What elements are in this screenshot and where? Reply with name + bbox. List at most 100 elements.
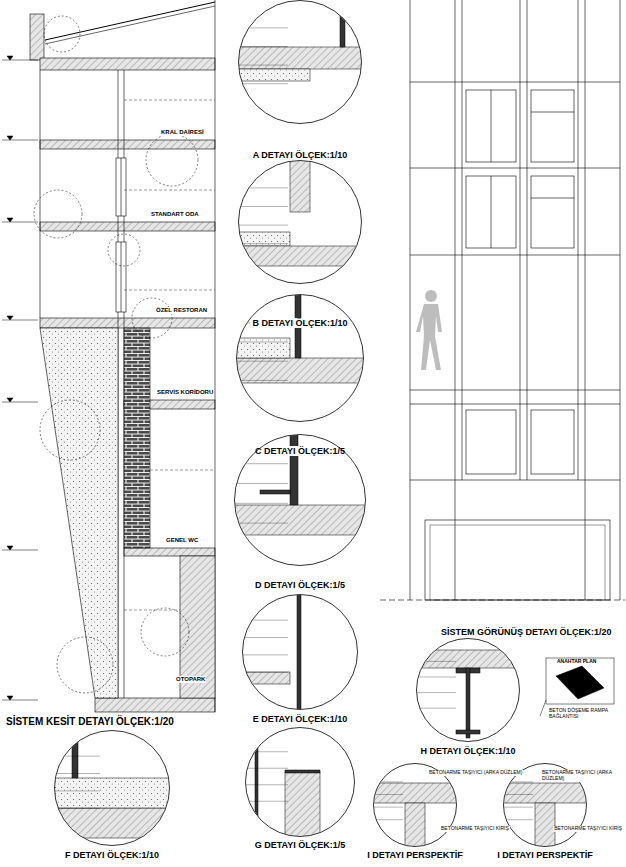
detail-illustration bbox=[503, 794, 533, 795]
detail-illustration bbox=[230, 232, 290, 246]
detail-illustration bbox=[230, 672, 290, 684]
detail-illustration bbox=[340, 0, 345, 47]
level-marker bbox=[7, 56, 13, 60]
detail-illustration bbox=[242, 637, 288, 638]
detail-circle-outline bbox=[245, 727, 355, 837]
detail-illustration bbox=[236, 361, 288, 362]
detail-circle-outline bbox=[236, 294, 364, 422]
detail-illustration bbox=[245, 768, 288, 769]
detail-illustration bbox=[230, 582, 301, 722]
section-drawing bbox=[121, 242, 122, 312]
level-marker bbox=[2, 60, 38, 61]
detail-illustration bbox=[42, 718, 182, 838]
detail-illustration bbox=[238, 206, 288, 207]
level-marker bbox=[7, 316, 13, 320]
callout-circle bbox=[44, 16, 80, 52]
detail-illustration bbox=[245, 712, 320, 852]
annotation-label: KRAL DAİRESİ bbox=[160, 129, 205, 136]
elevation-drawing bbox=[430, 525, 605, 600]
detail-title: I DETAYI PERSPEKTİF bbox=[362, 850, 468, 861]
detail-illustration bbox=[242, 620, 288, 621]
detail-illustration bbox=[416, 677, 456, 678]
elevation-drawing bbox=[531, 112, 574, 113]
detail-illustration bbox=[230, 288, 370, 383]
detail-illustration bbox=[398, 650, 538, 738]
detail-illustration bbox=[230, 582, 301, 722]
section-drawing bbox=[40, 318, 215, 328]
detail-illustration bbox=[365, 783, 465, 803]
detail-illustration bbox=[503, 807, 533, 808]
detail-circle-border bbox=[243, 595, 358, 710]
elevation-drawing bbox=[410, 255, 620, 256]
elevation-drawing bbox=[491, 90, 492, 162]
annotation-label: SİSTEM GÖRÜNÜŞ DETAYI ÖLÇEK:1/20 bbox=[440, 627, 613, 637]
level-marker bbox=[7, 696, 13, 700]
section-drawing bbox=[124, 610, 180, 611]
elevation-drawing bbox=[620, 0, 621, 600]
detail-title: I DETAYI PERSPEKTİF bbox=[492, 850, 598, 861]
detail-circle-outline bbox=[234, 434, 366, 566]
detail-title: H DETAYI ÖLÇEK:1/10 bbox=[415, 746, 520, 757]
detail-illustration bbox=[234, 483, 288, 484]
callout-circle bbox=[34, 16, 198, 693]
detail-title: F DETAYI ÖLÇEK:1/10 bbox=[54, 850, 170, 861]
elevation-drawing bbox=[491, 176, 492, 248]
detail-circle: B DETAYI ÖLÇEK:1/10 bbox=[238, 160, 362, 332]
level-marker bbox=[7, 398, 13, 402]
elevation-drawing bbox=[578, 0, 579, 480]
detail-circle-border bbox=[374, 764, 457, 847]
elevation-drawing bbox=[466, 410, 516, 474]
section-drawing bbox=[40, 58, 215, 70]
detail-illustration bbox=[42, 808, 182, 838]
section-drawing bbox=[40, 222, 215, 231]
section-drawing bbox=[40, 140, 215, 149]
detail-illustration bbox=[54, 756, 100, 757]
detail-circle-outline bbox=[416, 638, 520, 742]
elevation-drawing bbox=[380, 0, 625, 600]
section-drawing bbox=[40, 328, 118, 698]
human-figure bbox=[425, 290, 437, 302]
detail-illustration bbox=[234, 463, 288, 464]
callout-circle bbox=[57, 637, 113, 693]
detail-illustration bbox=[365, 782, 465, 853]
detail-illustration bbox=[42, 778, 182, 808]
detail-circle-border bbox=[235, 435, 366, 566]
annotation-label: SERVİS KORİDORU bbox=[156, 389, 214, 396]
elevation-drawing bbox=[531, 410, 574, 474]
elevation-drawing bbox=[585, 0, 586, 600]
detail-illustration bbox=[230, 152, 370, 266]
detail-illustration bbox=[54, 808, 100, 809]
annotation-label: SİSTEM KESİT DETAYI ÖLÇEK:1/20 bbox=[5, 716, 175, 728]
annotation-label: BETONARME TAŞIYICI KİRİŞ bbox=[553, 826, 623, 832]
detail-title: D DETAYI ÖLÇEK:1/5 bbox=[234, 580, 366, 591]
callout-circle bbox=[108, 234, 140, 266]
level-marker bbox=[7, 546, 13, 550]
detail-title-text: I DETAYI PERSPEKTİF bbox=[495, 850, 595, 860]
level-marker bbox=[2, 320, 38, 321]
detail-illustration bbox=[503, 781, 533, 782]
section-drawing bbox=[124, 328, 150, 548]
detail-illustration bbox=[238, 225, 288, 226]
detail-illustration bbox=[42, 718, 182, 838]
key-plan bbox=[546, 658, 614, 704]
detail-illustration bbox=[234, 503, 288, 504]
detail-title-text: H DETAYI ÖLÇEK:1/10 bbox=[418, 746, 517, 756]
detail-illustration bbox=[260, 490, 290, 494]
detail-circle-outline bbox=[238, 160, 362, 284]
section-drawing bbox=[30, 0, 215, 712]
level-marker bbox=[2, 550, 38, 551]
detail-title: E DETAYI ÖLÇEK:1/10 bbox=[242, 714, 358, 725]
detail-title-text: C DETAYI ÖLÇEK:1/5 bbox=[253, 446, 347, 456]
detail-title-text: A DETAYI ÖLÇEK:1/10 bbox=[251, 150, 350, 160]
detail-illustration bbox=[398, 650, 538, 738]
section-drawing bbox=[40, 70, 41, 318]
detail-title-text: E DETAYI ÖLÇEK:1/10 bbox=[251, 714, 350, 724]
detail-illustration bbox=[238, 65, 288, 66]
detail-illustration bbox=[230, 430, 370, 535]
annotation-label: BETONARME TAŞIYICI KİRİŞ bbox=[440, 826, 510, 832]
level-marker bbox=[2, 402, 38, 403]
detail-illustration bbox=[416, 708, 456, 709]
elevation-drawing bbox=[455, 0, 456, 600]
detail-illustration bbox=[290, 430, 298, 505]
